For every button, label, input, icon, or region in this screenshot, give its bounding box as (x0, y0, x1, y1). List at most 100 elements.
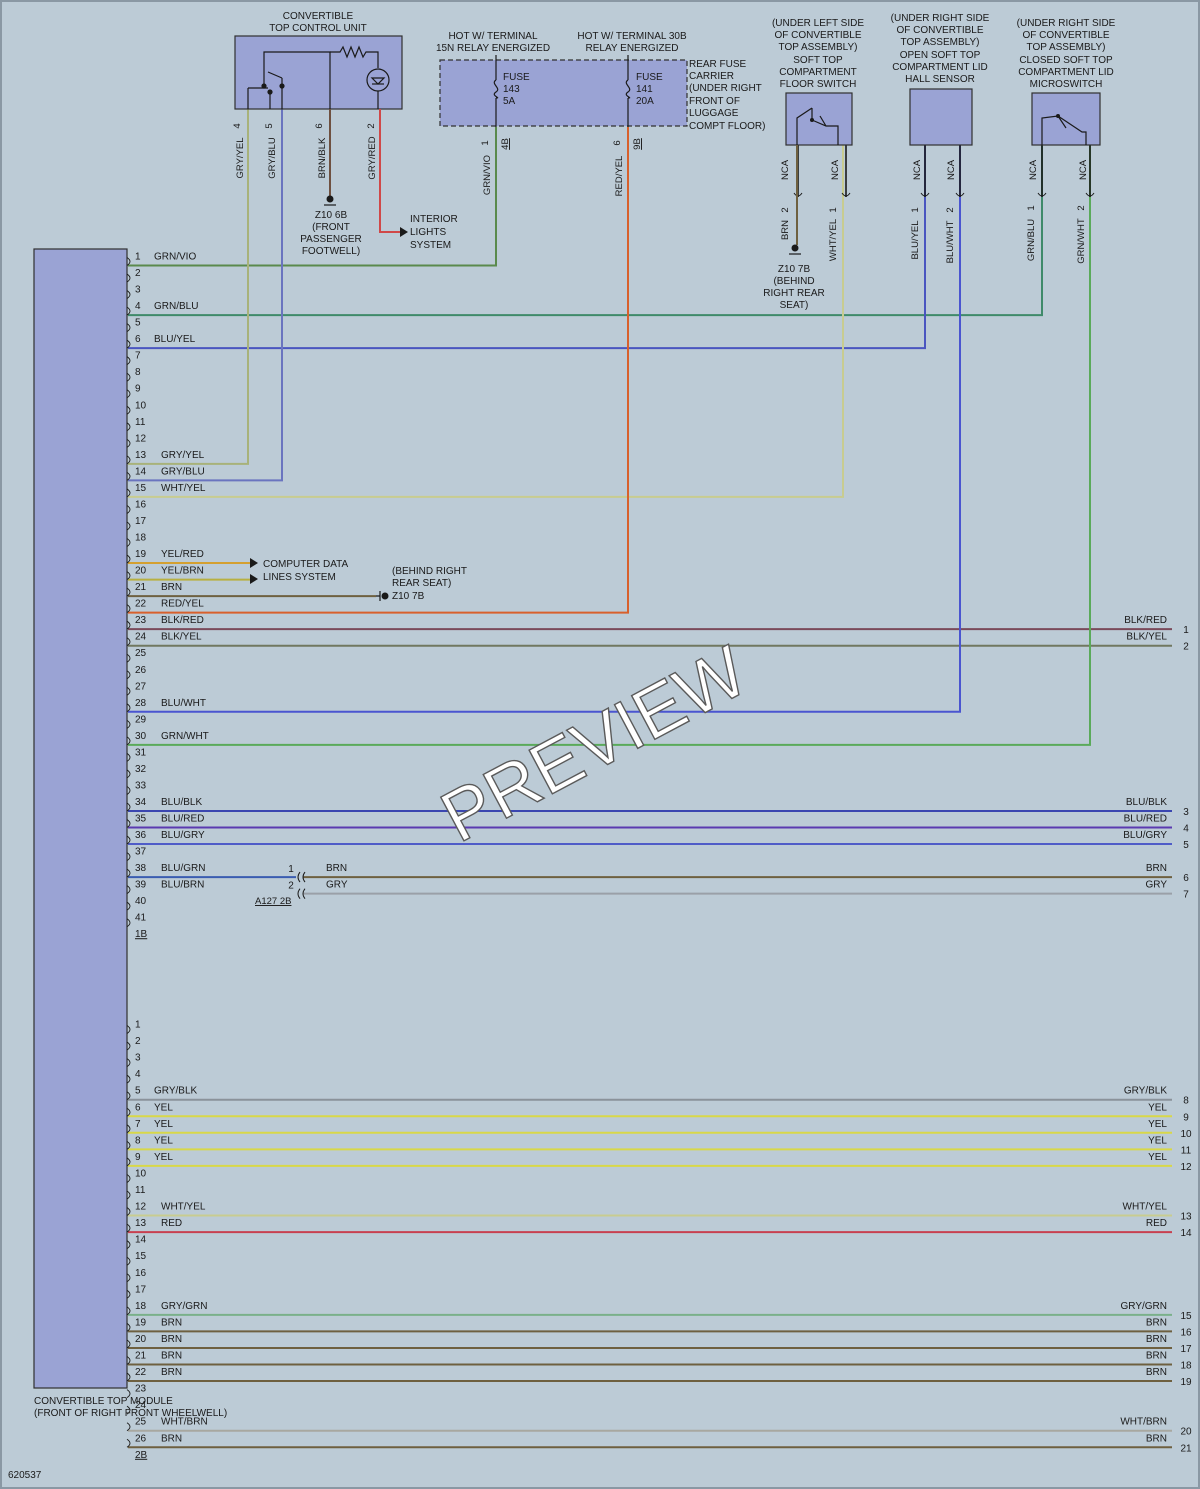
pin-1b-bracket (126, 472, 131, 481)
pin-1b-pin-number: 18 (135, 533, 147, 544)
connector-2b-label: 2B (135, 1450, 148, 1461)
pin-2b-pin-number: 4 (135, 1069, 141, 1080)
floor-switch-box (785, 92, 853, 146)
ms-title-5: COMPARTMENT LID (1018, 67, 1114, 78)
ground-z10-6b-3: PASSENGER (300, 234, 362, 245)
pin-2b-bracket (126, 1223, 131, 1233)
module-name-line1: CONVERTIBLE TOP MODULE (34, 1396, 173, 1407)
ground-z10-6b-2: (FRONT (312, 222, 350, 233)
pin-2b-pin-number: 5 (135, 1086, 141, 1097)
pin-1b-bracket (126, 372, 131, 382)
pin-2b-bracket (126, 1389, 131, 1398)
pin-2b-bracket (126, 1058, 131, 1067)
interior-lights-1: INTERIOR (410, 214, 458, 225)
fs-nca-b: NCA (830, 159, 841, 180)
carrier-l2: CARRIER (689, 71, 734, 82)
ms-title-6: MICROSWITCH (1030, 79, 1103, 90)
pin-1b-wire-label: YEL/BRN (161, 566, 204, 577)
exit-wire-label: BRN (1146, 1317, 1167, 1328)
exit-wire-label: BRN (1146, 1351, 1167, 1362)
hot-15n-2: 15N RELAY ENERGIZED (436, 43, 550, 54)
pin-1b-pin-number: 26 (135, 665, 147, 676)
ground-z10-7b: (BEHIND RIGHT REAR SEAT) Z10 7B (376, 566, 467, 602)
hs-pin-b-wire: BLU/WHT (945, 220, 956, 263)
pin-1b-wire-label: GRN/WHT (161, 731, 209, 742)
pin-1b-pin-number: 40 (135, 896, 147, 907)
pin-1b-bracket (126, 257, 131, 266)
pin-2b-bracket (126, 1273, 131, 1283)
pin-2b-pin-number: 17 (135, 1284, 147, 1295)
hot-15n-1: HOT W/ TERMINAL (448, 31, 538, 42)
pin-1b-bracket (126, 389, 131, 399)
pin-1b-pin-number: 21 (135, 582, 147, 593)
pin-2b-bracket (126, 1372, 131, 1382)
pin-1b-pin-number: 35 (135, 814, 147, 825)
pin-2b-bracket (126, 1207, 131, 1216)
pin-1b-bracket (126, 786, 131, 795)
pin-1b-bracket (126, 521, 131, 531)
pin-2b-pin-number: 23 (135, 1384, 147, 1395)
pin-2b-pin-number: 1 (135, 1020, 141, 1031)
right-exit-labels: BLK/RED1BLK/YEL2BLU/BLK3BLU/RED4BLU/GRY5… (1120, 615, 1192, 1454)
arrow-cdl-2-icon (250, 574, 258, 584)
pin-2b-pin-number: 14 (135, 1235, 147, 1246)
wire-wht-yel-floorswitch (128, 145, 844, 498)
exit-wire-label: WHT/BRN (1120, 1417, 1167, 1428)
wire-red-yel-fuse141 (128, 127, 629, 614)
pin-2b-bracket (126, 1074, 131, 1084)
fuse-141-icon (625, 79, 631, 99)
pin-2b-wire-label: YEL (154, 1135, 173, 1146)
exit-number: 8 (1183, 1096, 1189, 1107)
pin-1b-bracket (126, 885, 131, 895)
pin-2b-pin-number: 13 (135, 1218, 147, 1229)
pin-1b-pin-number: 12 (135, 433, 147, 444)
pin-1b-pin-number: 13 (135, 450, 147, 461)
pin-1b-bracket (126, 719, 131, 729)
fs-nca-a: NCA (780, 159, 791, 180)
fuse-141-l3: 20A (636, 96, 654, 107)
pin-1b-pin-number: 19 (135, 549, 147, 560)
wire-blu-yel-hall (128, 145, 926, 350)
fs-title-1: (UNDER LEFT SIDE (772, 18, 864, 29)
fs-ground-4: SEAT) (780, 300, 809, 311)
fs-ground-3: RIGHT REAR (763, 288, 825, 299)
pin-2b-bracket (126, 1041, 131, 1051)
fs-title-3: TOP ASSEMBLY) (779, 42, 858, 53)
pin-2b-pin-number: 6 (135, 1102, 141, 1113)
exit-wire-label: BLK/YEL (1126, 632, 1167, 643)
pin-2b-bracket (126, 1289, 131, 1299)
fs-pin-a-wire: BRN (780, 220, 791, 240)
pin-2b-wire-label: RED (161, 1218, 182, 1229)
exit-number: 14 (1180, 1228, 1192, 1239)
pin-2b-wire-label: GRY/GRN (161, 1301, 208, 1312)
pin-2b-bracket (126, 1025, 131, 1034)
pin-1b-bracket (126, 505, 131, 514)
pin-1b-pin-number: 20 (135, 566, 147, 577)
exit-wire-label: YEL (1148, 1152, 1167, 1163)
hs-pin-b-num: 2 (945, 207, 956, 212)
tcu-wire-gry-red: GRY/RED (367, 136, 378, 179)
ms-title-1: (UNDER RIGHT SIDE (1017, 18, 1116, 29)
pin-1b-wire-label: BRN (161, 582, 182, 593)
splice-connector-icon (297, 888, 306, 899)
pin-2b-bracket (126, 1306, 131, 1316)
pin-1b-bracket (126, 637, 131, 647)
ground-symbol-21 (381, 592, 389, 600)
carrier-l6: COMPT FLOOR) (689, 121, 765, 132)
hs-title-1: (UNDER RIGHT SIDE (891, 13, 990, 24)
exit-number: 1 (1183, 625, 1189, 636)
connector-1b-label: 1B (135, 929, 148, 940)
pin-2b-bracket (126, 1323, 131, 1332)
pin-2b-bracket (126, 1140, 131, 1150)
pin-1b-pin-number: 15 (135, 483, 147, 494)
ms-pin-a-num: 1 (1026, 205, 1037, 210)
fs-pin-b-wire: WHT/YEL (828, 219, 839, 261)
ms-nca-b: NCA (1078, 159, 1089, 180)
pin-2b-bracket (126, 1356, 131, 1365)
pin-2b-bracket (126, 1190, 131, 1200)
connector-mark (955, 192, 965, 197)
exit-wire-label: RED (1146, 1218, 1167, 1229)
pin-1b-wire-label: BLU/BRN (161, 880, 204, 891)
